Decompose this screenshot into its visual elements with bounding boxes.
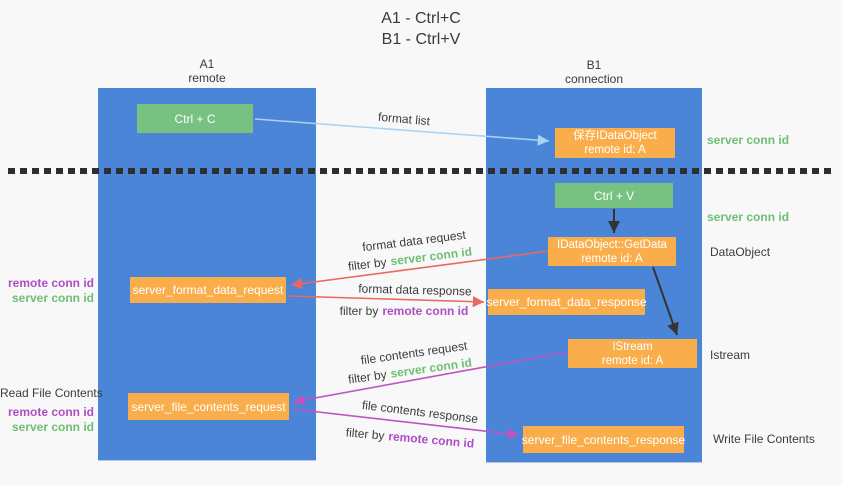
left-label-server-conn-id: server conn id — [11, 420, 94, 434]
node-idataobject-getdata: IDataObject::GetData remote id: A — [548, 237, 676, 266]
node-ctrl-c: Ctrl + C — [137, 104, 253, 133]
node-save-idataobject: 保存IDataObject remote id: A — [555, 128, 675, 158]
left-label-file-conn-ids: Read File Contents remote conn id server… — [0, 386, 103, 435]
node-ctrl-v: Ctrl + V — [555, 183, 673, 208]
edge-label-format-data-response: format data response — [358, 281, 472, 299]
left-label-remote-conn-id: remote conn id — [7, 405, 94, 419]
node-server-format-data-response: server_format_data_response — [486, 289, 647, 315]
node-format-request-label: server_format_data_request — [132, 283, 284, 297]
left-label-server-conn-id: server conn id — [11, 291, 94, 305]
node-format-response-label: server_format_data_response — [486, 295, 647, 309]
node-getdata-line1: IDataObject::GetData — [557, 238, 667, 251]
right-label-istream: Istream — [710, 348, 751, 362]
node-istream-line2: remote id: A — [601, 354, 664, 367]
diagram-title: A1 - Ctrl+C B1 - Ctrl+V — [0, 8, 842, 50]
arrow-format-request-to-response — [287, 295, 485, 308]
arrow-format-list — [254, 118, 550, 146]
filter-highlight-remote-conn-id: remote conn id — [382, 304, 469, 318]
node-file-response-label: server_file_contents_response — [521, 432, 686, 447]
lane-a1-title: A1 — [199, 57, 215, 71]
right-label-write-file-contents: Write File Contents — [713, 432, 815, 446]
node-ctrl-c-label: Ctrl + C — [174, 111, 216, 126]
node-save-idataobject-line1: 保存IDataObject — [573, 130, 657, 142]
right-label-server-conn-id-mid: server conn id — [707, 210, 790, 224]
left-label-format-conn-ids: remote conn id server conn id — [0, 276, 94, 306]
arrow-getdata-to-format-request — [290, 250, 550, 290]
left-label-remote-conn-id: remote conn id — [7, 276, 94, 290]
lane-b1-subtitle: connection — [564, 72, 624, 86]
lane-header-a1: A1 remote — [98, 57, 316, 85]
lane-b1-title: B1 — [586, 58, 602, 72]
node-file-request-label: server_file_contents_request — [131, 399, 286, 414]
right-label-dataobject: DataObject — [710, 245, 771, 259]
node-save-idataobject-line2: remote id: A — [584, 144, 646, 156]
title-line-1: A1 - Ctrl+C — [381, 10, 461, 27]
node-ctrl-v-label: Ctrl + V — [593, 188, 635, 203]
arrow-getdata-to-istream — [652, 266, 679, 336]
filter-prefix: filter by — [339, 304, 379, 318]
lane-header-b1: B1 connection — [486, 58, 702, 86]
left-label-read-file-contents: Read File Contents — [0, 386, 103, 400]
arrow-file-request-to-response — [291, 408, 520, 440]
node-server-file-contents-response: server_file_contents_response — [521, 426, 686, 453]
title-line-2: B1 - Ctrl+V — [381, 31, 461, 48]
node-server-format-data-request: server_format_data_request — [130, 277, 286, 303]
node-istream: IStream remote id: A — [568, 339, 697, 368]
session-divider — [8, 168, 836, 174]
arrow-istream-to-file-request — [292, 351, 568, 406]
node-server-file-contents-request: server_file_contents_request — [128, 393, 289, 420]
node-getdata-line2: remote id: A — [581, 252, 643, 265]
lane-a1-subtitle: remote — [188, 71, 226, 85]
right-label-server-conn-id-top: server conn id — [707, 133, 790, 147]
node-istream-line1: IStream — [612, 340, 653, 353]
